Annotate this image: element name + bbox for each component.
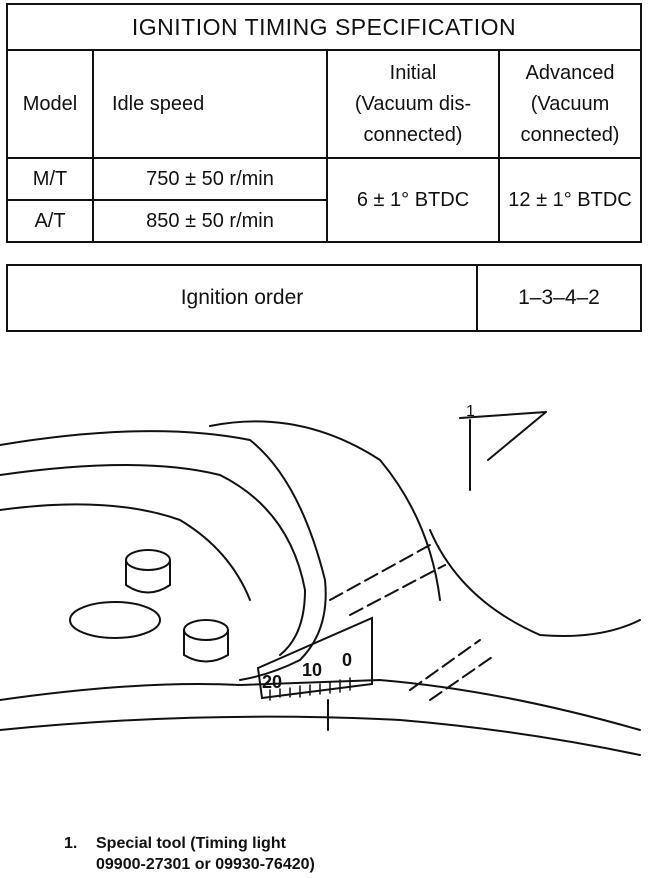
pulley-rim <box>0 464 307 656</box>
light-beam-dashed-lower <box>409 639 496 701</box>
pulley-hub <box>69 601 161 639</box>
bolt-icon <box>125 549 171 594</box>
header-advanced-line3: connected) <box>520 123 620 146</box>
row-mt-idle: 750 ± 50 r/min <box>92 157 328 201</box>
caption-line2: 09900-27301 or 09930-76420) <box>96 856 315 873</box>
pulley-outline <box>0 430 327 681</box>
ignition-order-value: 1–3–4–2 <box>476 264 642 332</box>
header-initial-line2: (Vacuum dis- <box>354 92 472 115</box>
initial-timing-value: 6 ± 1° BTDC <box>326 157 500 243</box>
row-mt-model: M/T <box>6 157 94 201</box>
header-initial-line1: Initial <box>389 61 437 84</box>
header-initial-line3: connected) <box>363 123 463 146</box>
timing-mark-illustration: 20 10 0 1 <box>0 403 641 756</box>
table-row: A/T 850 ± 50 r/min <box>6 199 641 243</box>
scale-label-20: 20 <box>262 672 282 692</box>
housing-edge <box>429 529 641 637</box>
ignition-timing-spec-table: IGNITION TIMING SPECIFICATION Model Idle… <box>6 3 642 243</box>
callout-number: 1 <box>466 403 475 420</box>
belt-outline <box>209 420 441 601</box>
engine-cover-lower <box>0 715 641 756</box>
header-initial: Initial (Vacuum dis- connected) <box>326 49 500 159</box>
spec-table-title: IGNITION TIMING SPECIFICATION <box>6 3 642 51</box>
light-beam-dashed <box>329 544 446 616</box>
row-at-idle: 850 ± 50 r/min <box>92 199 328 243</box>
timing-light-line <box>487 411 547 461</box>
scale-ticks <box>269 677 351 701</box>
timing-scale-plate <box>256 616 373 700</box>
table-row: M/T 750 ± 50 r/min 6 ± 1° BTDC 12 ± 1° B… <box>6 157 642 243</box>
caption: 1. Special tool (Timing light 09900-27301… <box>64 833 315 875</box>
engine-cover-edge <box>0 678 641 731</box>
header-advanced: Advanced (Vacuum connected) <box>498 49 642 159</box>
ignition-order-label: Ignition order <box>6 264 478 332</box>
bolt-icon <box>183 619 229 663</box>
caption-line1: Special tool (Timing light <box>96 835 286 852</box>
header-idle-speed: Idle speed <box>92 49 328 159</box>
header-advanced-line2: (Vacuum <box>530 92 610 115</box>
advanced-timing-value: 12 ± 1° BTDC <box>498 157 642 243</box>
header-model: Model <box>6 49 94 159</box>
scale-label-0: 0 <box>342 650 352 670</box>
scale-label-10: 10 <box>302 660 322 680</box>
ignition-order-table: Ignition order 1–3–4–2 <box>6 264 642 332</box>
pulley-inner-rim <box>0 503 251 601</box>
row-at-model: A/T <box>6 199 94 243</box>
light-beam-edge <box>459 411 547 419</box>
header-advanced-line1: Advanced <box>525 61 615 84</box>
caption-number: 1. <box>64 835 78 852</box>
